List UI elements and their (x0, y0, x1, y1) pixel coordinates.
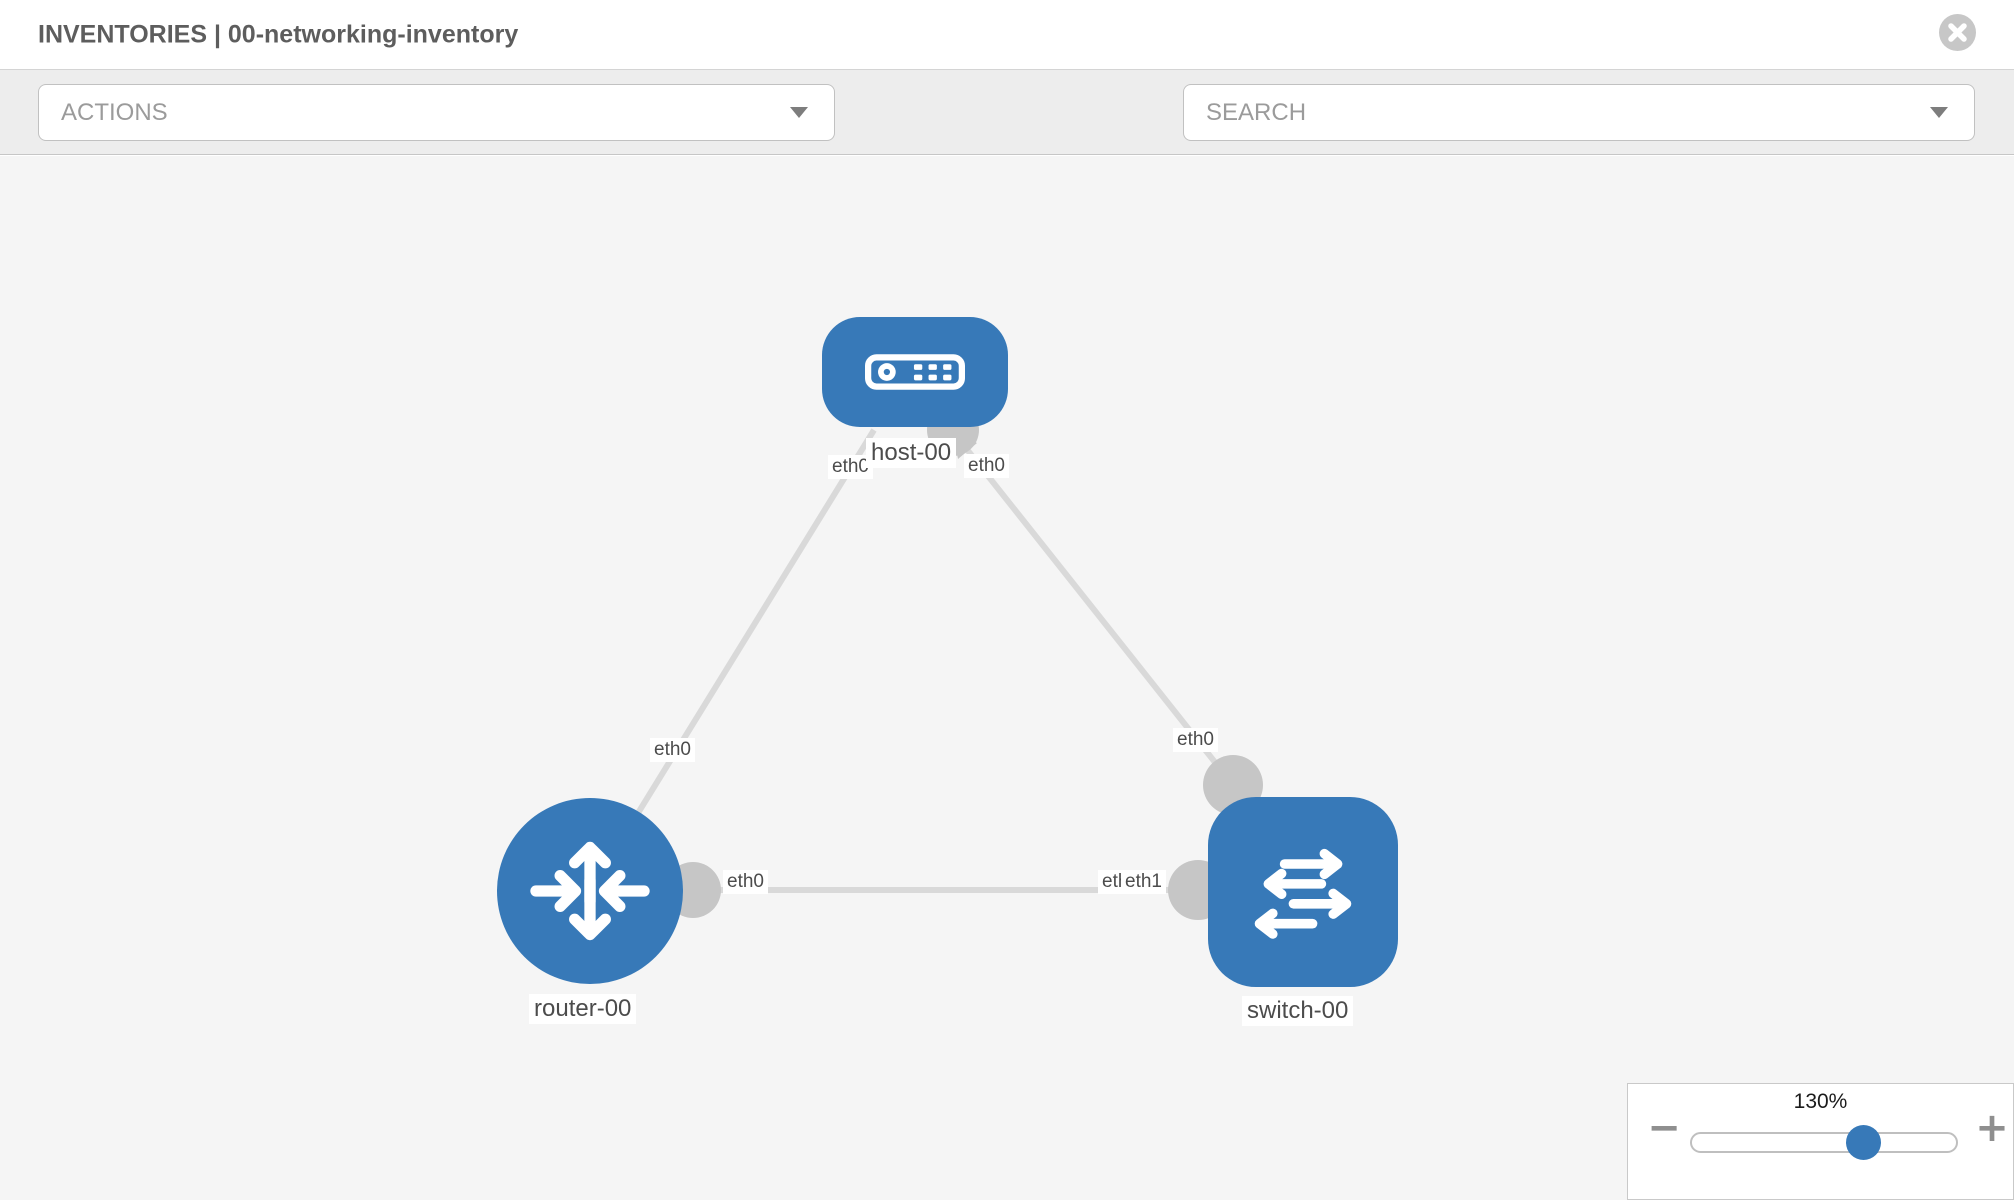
page-title: INVENTORIES | 00-networking-inventory (38, 20, 519, 48)
host-icon (865, 354, 965, 390)
interface-label: eth0 (964, 454, 1009, 478)
zoom-control-panel: 130% − + (1627, 1083, 2014, 1200)
zoom-level-value: 130% (1793, 1090, 1848, 1113)
interface-label: eth0 (1173, 728, 1218, 752)
actions-dropdown[interactable]: ACTIONS (38, 84, 835, 141)
interface-label: eth0 (723, 870, 768, 894)
node-label-switch: switch-00 (1242, 996, 1354, 1026)
chevron-down-icon (1930, 107, 1948, 118)
zoom-slider-track[interactable] (1690, 1132, 1958, 1153)
header: INVENTORIES | 00-networking-inventory (0, 0, 2014, 70)
interface-label: eth0 (650, 738, 695, 762)
toolbar: ACTIONS SEARCH (0, 70, 2014, 200)
node-router[interactable] (497, 798, 683, 984)
zoom-slider-thumb[interactable] (1846, 1125, 1881, 1160)
zoom-in-button[interactable]: + (1970, 1102, 2014, 1154)
search-dropdown[interactable]: SEARCH (1183, 84, 1975, 141)
node-label-host: host-00 (866, 438, 957, 468)
search-dropdown-label: SEARCH (1206, 98, 1307, 126)
node-label-router: router-00 (529, 994, 637, 1024)
node-switch[interactable] (1208, 797, 1398, 987)
topology-canvas[interactable]: host-00 router-00 switch-00 eth0 eth0 et… (0, 156, 2014, 1200)
actions-dropdown-label: ACTIONS (61, 98, 168, 126)
node-host[interactable] (822, 317, 1008, 427)
zoom-out-button[interactable]: − (1642, 1102, 1686, 1154)
interface-label: eth1 (1121, 870, 1166, 894)
switch-icon (1254, 848, 1352, 939)
links-layer (587, 404, 1263, 920)
router-icon (530, 841, 650, 941)
chevron-down-icon (790, 107, 808, 118)
close-icon (1948, 23, 1967, 42)
close-button[interactable] (1939, 14, 1976, 51)
